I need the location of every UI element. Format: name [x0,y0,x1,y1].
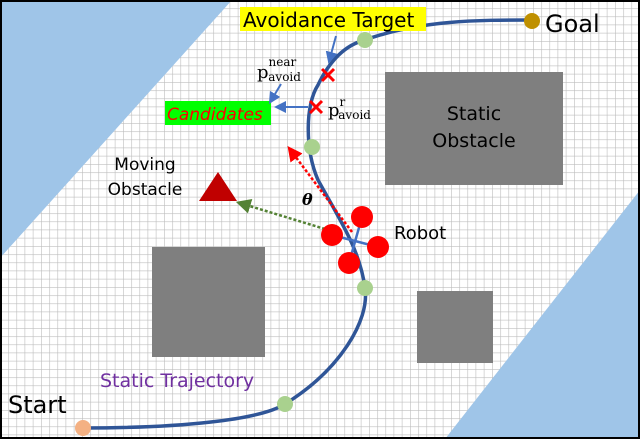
p-near-sup: near [269,55,297,69]
avoidance-target-highlight [240,7,426,31]
candidates-highlight [165,101,271,125]
p-r-sub: avoid [338,108,371,122]
moving-obstacle-triangle [199,172,237,201]
waypoint [277,396,293,412]
robot-label: Robot [394,223,446,244]
static-trajectory-label: Static Trajectory [100,370,254,392]
waypoint [357,32,373,48]
robot-rotor [351,206,373,228]
static-obstacle-large [385,72,563,185]
static-obstacle-label-1: Static [447,103,501,125]
candidates-label: Candidates [167,105,263,125]
p-r-sup: r [340,95,346,109]
robot-rotor [367,236,389,258]
p-near-base: p [257,62,269,83]
p-near-sub: avoid [268,70,301,84]
theta-label: θ [302,190,313,209]
start-label: Start [8,391,67,419]
robot-rotor [338,252,360,274]
static-obstacle-label-2: Obstacle [432,130,515,152]
static-obstacle-left [152,247,265,357]
p-r-base: p [328,100,340,121]
waypoint [304,139,320,155]
goal-label: Goal [545,10,600,38]
free-space-bottom-right [445,190,640,439]
p-near-avoid-cross-icon [320,67,336,83]
robot [321,206,389,274]
moving-obstacle-label-2: Obstacle [108,180,183,200]
p-r-avoid-cross-icon [308,99,324,115]
near-to-candidates-arrow [268,83,282,105]
moving-obstacle-direction-arrow [235,199,326,231]
static-obstacle-small [417,291,493,363]
moving-obstacle-label-1: Moving [114,155,175,175]
waypoint [357,280,373,296]
heading-arrow [287,146,353,233]
free-space-top-left [0,0,232,258]
robot-rotor [321,224,343,246]
goal-marker [524,13,540,29]
avoidance-target-label: Avoidance Target [243,8,414,32]
start-marker [75,420,91,436]
avoidance-target-arrow [325,35,338,64]
